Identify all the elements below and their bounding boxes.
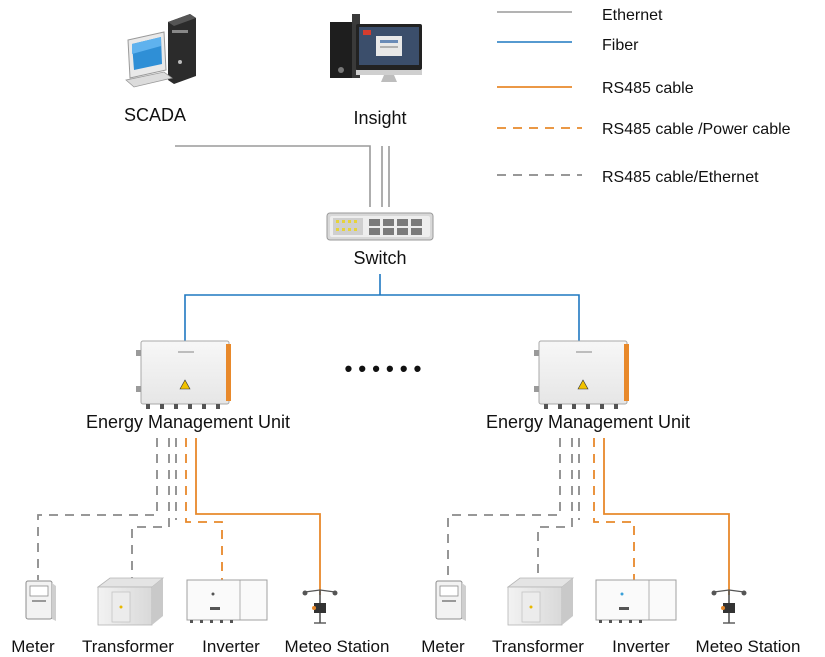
device-label-transformer: Transformer [82,637,174,656]
legend-item-fiber: Fiber [497,37,639,54]
emu-group-left: Energy Management Unit [11,340,390,656]
device-label-meter: Meter [11,637,55,656]
scada-label: SCADA [124,105,186,125]
emu-label: Energy Management Unit [86,412,290,432]
insight-label: Insight [353,108,406,128]
device-label-inverter: Inverter [202,637,260,656]
emu-label: Energy Management Unit [486,412,690,432]
legend-label: RS485 cable [602,80,694,97]
scada-computer-icon [125,14,196,88]
transformer-icon [506,577,575,626]
legend: Ethernet Fiber RS485 cable RS485 cable /… [497,7,791,186]
inverter-icon [595,579,677,623]
legend-label: RS485 cable/Ethernet [602,169,759,186]
legend-label: Fiber [602,37,639,54]
device-links [447,438,730,595]
legend-item-rs485-ethernet: RS485 cable/Ethernet [497,169,759,186]
device-label-meteo-station: Meteo Station [285,637,390,656]
fiber-links [184,274,580,341]
meteo-station-icon [302,589,338,624]
legend-label: RS485 cable /Power cable [602,121,791,138]
insight-computer-icon [330,14,422,82]
ethernet-links [175,145,390,207]
meter-icon [435,580,466,621]
device-label-transformer: Transformer [492,637,584,656]
energy-management-unit-icon [136,340,231,409]
transformer-icon [96,577,165,626]
legend-item-rs485-power: RS485 cable /Power cable [497,121,791,138]
legend-label: Ethernet [602,7,663,24]
legend-item-rs485: RS485 cable [497,80,694,97]
ellipsis-more-units: • • • • • • [345,356,422,381]
device-label-meteo-station: Meteo Station [696,637,801,656]
inverter-icon [186,579,268,623]
switch-label: Switch [353,248,406,268]
meter-icon [25,580,56,621]
device-label-meter: Meter [421,637,465,656]
legend-item-ethernet: Ethernet [497,7,663,24]
device-label-inverter: Inverter [612,637,670,656]
energy-management-unit-icon [534,340,629,409]
emu-group-right: Energy Management Unit [421,340,801,656]
meteo-station-icon [711,589,747,624]
switch-icon [326,212,434,241]
device-links [37,438,321,595]
